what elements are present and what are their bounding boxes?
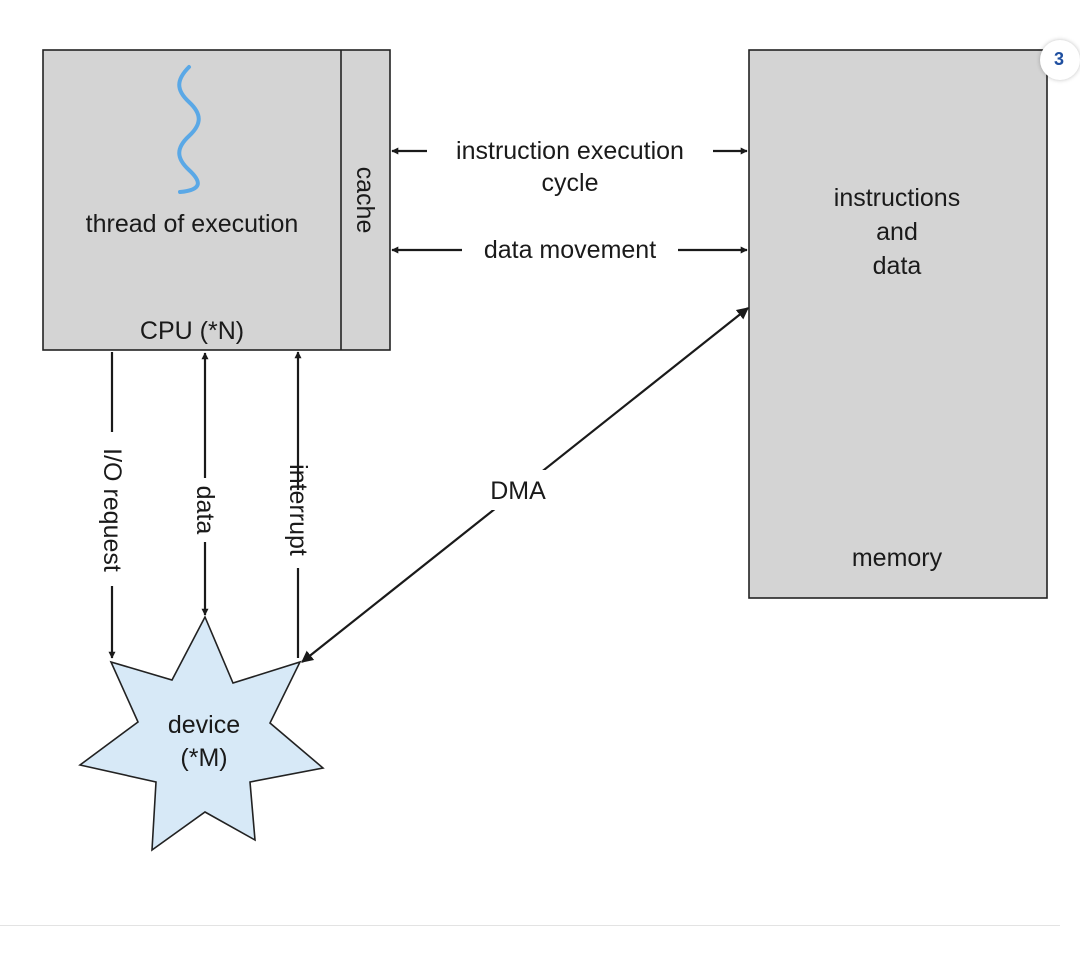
device-label-line2: (*M) xyxy=(180,744,227,772)
data-movement-link: data movement xyxy=(391,236,748,264)
device-label-line1: device xyxy=(168,711,240,739)
thread-wave-icon xyxy=(177,65,201,194)
diagram-canvas: thread of execution CPU (*N) cache instr… xyxy=(42,49,1048,852)
cpu-box: thread of execution CPU (*N) cache xyxy=(42,49,391,351)
instruction-cycle-label-line2: cycle xyxy=(542,169,599,197)
instruction-cycle-label-line1: instruction execution xyxy=(456,137,684,165)
interrupt-label: interrupt xyxy=(284,464,312,556)
data-movement-label: data movement xyxy=(484,236,656,264)
device-star: device (*M) xyxy=(78,615,325,852)
memory-content-line3: data xyxy=(873,252,922,280)
data-label: data xyxy=(191,486,219,535)
memory-box: instructions and data memory xyxy=(748,49,1048,599)
memory-label: memory xyxy=(852,544,943,572)
thread-label: thread of execution xyxy=(86,210,299,238)
data-link: data xyxy=(191,352,219,616)
corner-badge[interactable]: 3 xyxy=(1040,40,1080,80)
instruction-cycle-link: instruction execution cycle xyxy=(391,137,748,197)
memory-content-line1: instructions xyxy=(834,184,960,212)
diagram-svg: thread of execution CPU (*N) cache instr… xyxy=(42,49,1048,852)
cpu-label: CPU (*N) xyxy=(140,317,244,345)
cache-label: cache xyxy=(351,167,379,234)
corner-badge-text: 3 xyxy=(1054,49,1065,69)
io-request-link: I/O request xyxy=(98,352,126,659)
dma-label: DMA xyxy=(490,477,546,505)
memory-content-line2: and xyxy=(876,218,918,246)
io-request-label: I/O request xyxy=(98,448,126,572)
dma-link: DMA xyxy=(301,307,749,663)
interrupt-link: interrupt xyxy=(284,351,312,658)
bottom-divider xyxy=(0,925,1060,926)
